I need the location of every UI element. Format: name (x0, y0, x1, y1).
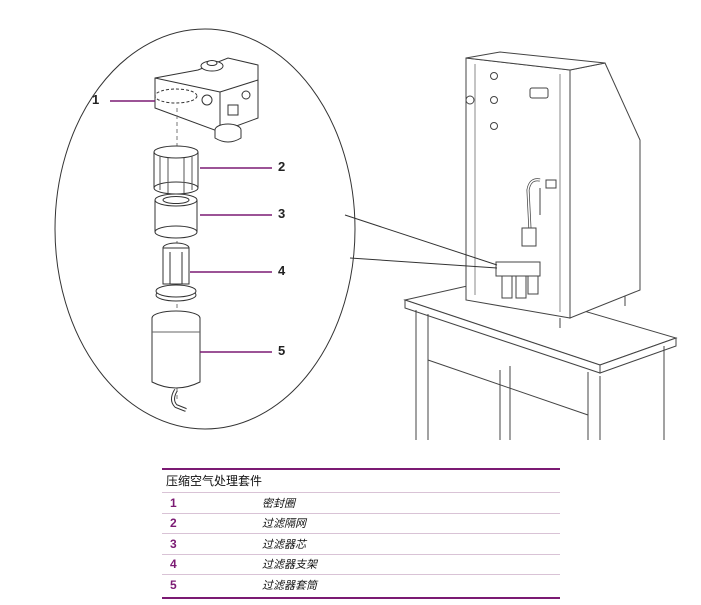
parts-legend: 压缩空气处理套件 1 密封圈 2 过滤隔网 3 过滤器芯 4 过滤器支架 5 过… (162, 468, 560, 599)
callout-5: 5 (278, 343, 286, 358)
legend-item-label: 过滤器支架 (262, 558, 317, 572)
filter-sleeve (151, 310, 201, 412)
illustration-svg (54, 28, 678, 440)
legend-item-label: 过滤隔网 (262, 517, 306, 531)
legend-item-label: 过滤器芯 (262, 537, 306, 551)
legend-item-number: 1 (170, 495, 177, 510)
magnifier-ellipse (54, 28, 498, 430)
exploded-view-illustration: 1 2 3 4 5 (54, 28, 678, 440)
legend-top-rule (162, 468, 560, 470)
legend-item-number: 3 (170, 536, 177, 551)
filter-holder (155, 242, 197, 302)
legend-row: 2 过滤隔网 (162, 512, 560, 534)
callout-4: 4 (278, 263, 286, 278)
machine-cabinet (465, 51, 641, 328)
callout-2: 2 (278, 159, 286, 174)
legend-item-label: 密封圈 (262, 496, 295, 510)
exploded-components (151, 57, 259, 412)
table-stand (403, 281, 678, 440)
legend-row: 3 过滤器芯 (162, 533, 560, 554)
callout-lines (110, 100, 272, 353)
valve-block (154, 57, 259, 143)
legend-row: 4 过滤器支架 (162, 553, 560, 575)
legend-row: 5 过滤器套筒 (162, 574, 560, 595)
filter-cartridge (154, 193, 198, 239)
legend-item-number: 2 (170, 516, 177, 531)
filter-screen (153, 145, 199, 195)
legend-item-number: 5 (170, 577, 177, 592)
legend-item-number: 4 (170, 557, 177, 572)
legend-item-label: 过滤器套筒 (262, 578, 317, 592)
callout-3: 3 (278, 206, 286, 221)
legend-row: 1 密封圈 (162, 492, 560, 513)
legend-bottom-rule (162, 596, 560, 599)
callout-1: 1 (92, 92, 100, 107)
legend-title: 压缩空气处理套件 (166, 474, 263, 488)
